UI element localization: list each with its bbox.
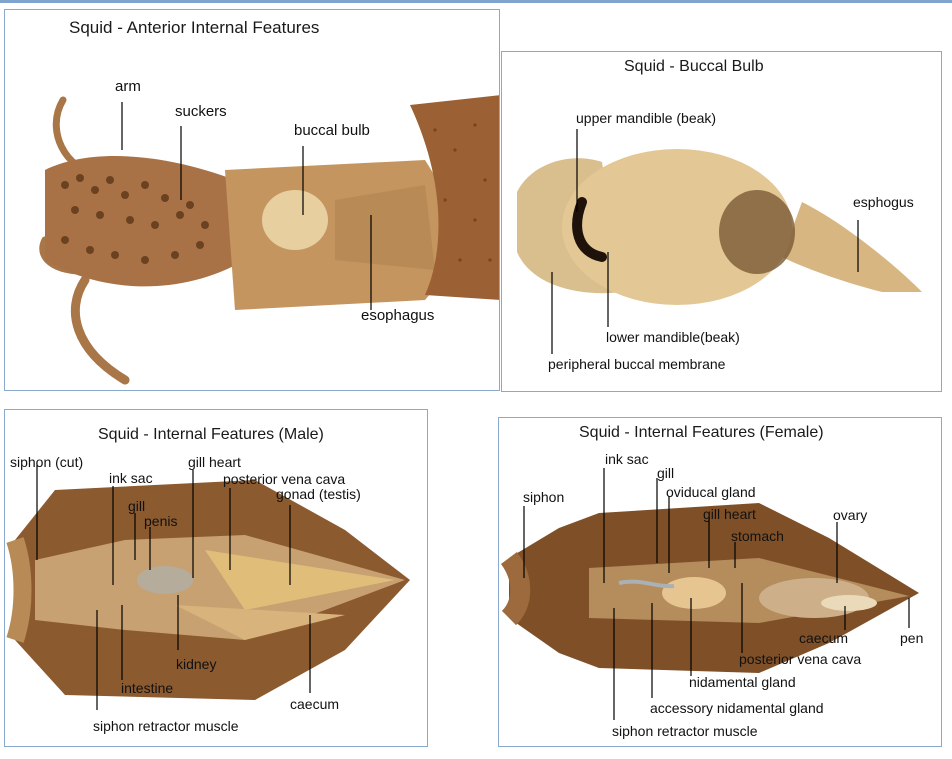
panel-title: Squid - Anterior Internal Features — [69, 18, 320, 37]
label-buccal-bulb: buccal bulb — [294, 122, 370, 139]
label-upper-mandible: upper mandible (beak) — [576, 110, 717, 126]
panel-anterior: Squid - Anterior Internal Features arm s… — [4, 9, 500, 391]
female-photo — [500, 468, 919, 720]
label-posterior-vena-cava: posterior vena cava — [223, 471, 346, 487]
label-esphogus: esphogus — [853, 194, 914, 210]
label-gill-heart: gill heart — [188, 454, 241, 470]
label-gill: gill — [657, 465, 675, 481]
label-gonad: gonad (testis) — [276, 486, 361, 502]
panel-buccal-bulb: Squid - Buccal Bulb upper mandible (beak… — [501, 51, 942, 392]
label-peripheral-membrane: peripheral buccal membrane — [548, 356, 726, 372]
label-siphon-retractor: siphon retractor muscle — [93, 718, 239, 734]
label-oviducal-gland: oviducal gland — [666, 484, 756, 500]
male-photo — [6, 465, 410, 710]
label-penis: penis — [144, 513, 178, 529]
label-nidamental-gland: nidamental gland — [689, 674, 796, 690]
label-stomach: stomach — [731, 528, 784, 544]
buccal-photo — [517, 129, 922, 354]
label-ink-sac: ink sac — [605, 451, 649, 467]
panel-title: Squid - Buccal Bulb — [624, 58, 764, 75]
panel-title: Squid - Internal Features (Female) — [579, 424, 824, 441]
label-posterior-vena-cava: posterior vena cava — [739, 651, 862, 667]
label-gill: gill — [128, 498, 146, 514]
label-suckers: suckers — [175, 103, 227, 120]
label-caecum: caecum — [799, 630, 849, 646]
label-ovary: ovary — [833, 507, 868, 523]
panel-male: Squid - Internal Features (Male) siphon … — [4, 409, 428, 747]
panel-female: Squid - Internal Features (Female) ink s… — [498, 417, 942, 747]
top-border — [0, 0, 952, 3]
label-caecum: caecum — [290, 696, 340, 712]
label-ink-sac: ink sac — [109, 470, 153, 486]
label-esophagus: esophagus — [361, 307, 435, 324]
anterior-photo — [39, 95, 499, 385]
label-siphon-cut: siphon (cut) — [10, 454, 84, 470]
panel-title: Squid - Internal Features (Male) — [98, 426, 324, 443]
label-intestine: intestine — [121, 680, 174, 696]
label-accessory-nidamental: accessory nidamental gland — [650, 700, 824, 716]
label-siphon: siphon — [523, 489, 565, 505]
label-siphon-retractor: siphon retractor muscle — [612, 723, 758, 739]
label-pen: pen — [900, 630, 924, 646]
label-kidney: kidney — [176, 656, 217, 672]
label-lower-mandible: lower mandible(beak) — [606, 329, 740, 345]
label-arm: arm — [115, 78, 141, 95]
label-gill-heart: gill heart — [703, 506, 756, 522]
